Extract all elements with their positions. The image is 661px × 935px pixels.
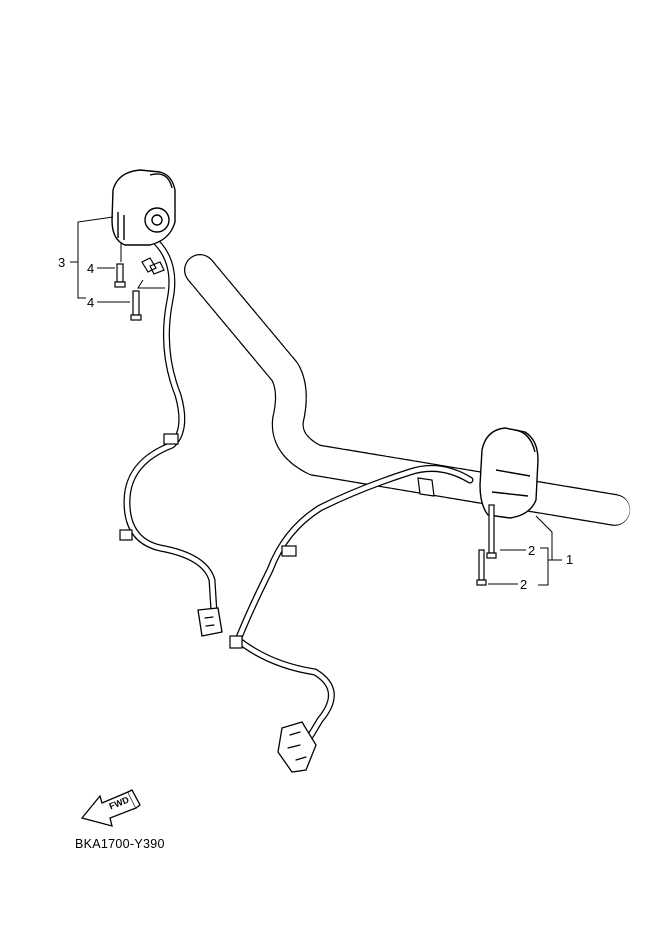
callout-2a: 2 [528,543,536,558]
diagram-code: BKA1700-Y390 [75,837,165,851]
callout-4a: 4 [87,261,95,276]
right-wire-harness [229,464,474,773]
left-handlebar-switch [111,169,176,246]
callout-2b: 2 [520,577,528,592]
right-handlebar-switch [479,427,539,519]
left-wire-harness [119,234,223,637]
callout-4b: 4 [87,295,95,310]
callout-3: 3 [58,255,66,270]
handlebar [184,254,631,526]
bolts [114,257,497,586]
fwd-arrow-icon [80,789,141,827]
callout-1: 1 [566,552,574,567]
leader-lines [70,216,562,586]
